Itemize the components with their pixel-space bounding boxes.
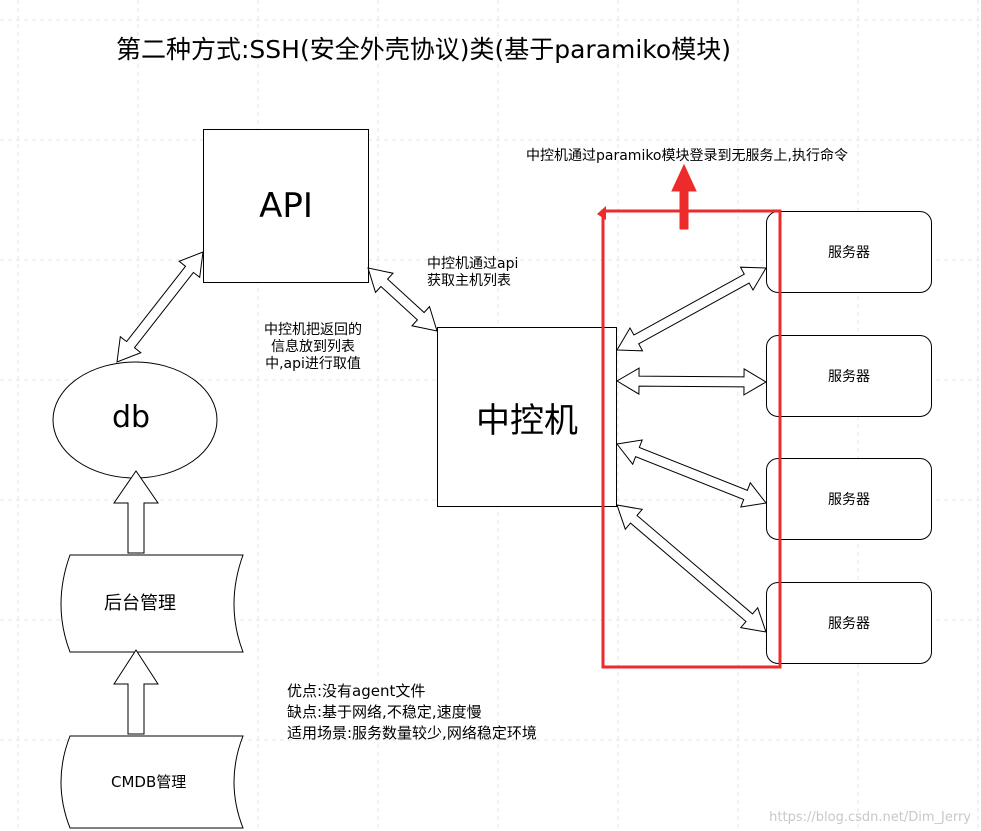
server-label: 服务器	[828, 369, 870, 385]
highlight-arrow	[671, 163, 697, 230]
controller-box[interactable]: 中控机	[437, 327, 617, 507]
server-box[interactable]: 服务器	[766, 335, 932, 417]
api-fetch-annotation: 中控机通过api 获取主机列表	[427, 256, 518, 290]
api-label: API	[259, 186, 313, 226]
cons-line: 缺点:基于网络,不稳定,速度慢	[287, 703, 482, 721]
server-box[interactable]: 服务器	[766, 211, 932, 293]
scenario-line: 适用场景:服务数量较少,网络稳定环境	[287, 724, 537, 742]
server-box[interactable]: 服务器	[766, 458, 932, 540]
controller-label: 中控机	[476, 400, 578, 441]
controller-server-arrow	[616, 504, 767, 633]
double-arrows	[116, 251, 767, 633]
annotation-line: 中,api进行取值	[265, 356, 361, 372]
db-api-arrow	[116, 251, 204, 363]
pros-cons: 优点:没有agent文件 缺点:基于网络,不稳定,速度慢 适用场景:服务数量较少…	[287, 681, 537, 744]
backend-to-db-arrow	[113, 470, 159, 554]
annotation-line: 获取主机列表	[427, 273, 511, 289]
annotation-line: 中控机通过api	[427, 256, 519, 272]
server-label: 服务器	[828, 492, 870, 508]
controller-server-arrow	[616, 266, 767, 352]
api-controller-arrow	[367, 267, 438, 332]
cmdb-label: CMDB管理	[111, 773, 187, 791]
diagram-title: 第二种方式:SSH(安全外壳协议)类(基于paramiko模块)	[116, 35, 731, 64]
controller-server-arrow	[616, 439, 767, 508]
return-info-annotation: 中控机把返回的 信息放到列表 中,api进行取值	[264, 322, 362, 373]
top-annotation: 中控机通过paramiko模块登录到无服务上,执行命令	[526, 148, 848, 164]
server-label: 服务器	[828, 245, 870, 261]
server-box[interactable]: 服务器	[766, 582, 932, 664]
api-box[interactable]: API	[203, 129, 369, 283]
annotation-line: 中控机把返回的	[264, 322, 362, 338]
cmdb-shape[interactable]	[60, 735, 244, 829]
server-label: 服务器	[828, 616, 870, 632]
controller-server-arrow	[616, 367, 767, 396]
backend-label: 后台管理	[104, 593, 176, 614]
pros-line: 优点:没有agent文件	[287, 682, 426, 700]
highlight-rect	[601, 209, 782, 669]
annotation-line: 信息放到列表	[271, 339, 355, 355]
highlight-corner-mark	[597, 206, 606, 220]
backend-shape[interactable]	[60, 554, 244, 653]
watermark: https://blog.csdn.net/Dim_Jerry	[769, 810, 971, 825]
cmdb-to-backend-arrow	[113, 649, 159, 735]
db-label: db	[112, 400, 151, 435]
